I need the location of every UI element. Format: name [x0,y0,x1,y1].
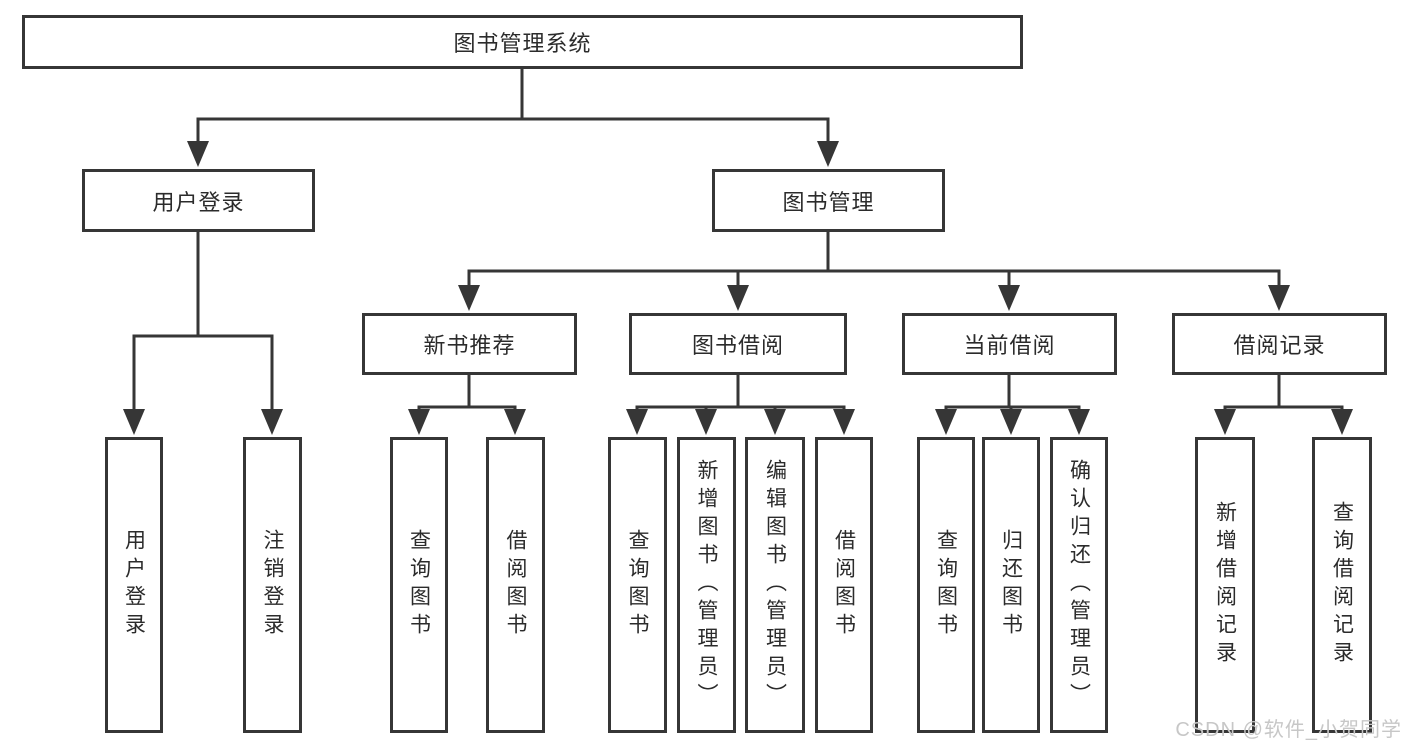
node-label: 新增借阅记录 [1213,501,1237,669]
leaf-borrow-books-recommend: 借阅图书 [486,437,545,733]
arrow-down-icon [1000,409,1022,435]
node-label: 编辑图书（管理员） [763,459,787,711]
arrow-down-icon [998,285,1020,311]
node-label: 借阅图书 [504,529,527,641]
node-label: 查询图书 [407,529,431,641]
leaf-query-books-recommend: 查询图书 [390,437,448,733]
leaf-confirm-return-admin: 确认归还（管理员） [1050,437,1108,733]
arrow-down-icon [727,285,749,311]
connector-borrowing-to-leaves [635,375,846,414]
node-label: 用户登录 [152,189,245,215]
node-label: 查询图书 [934,529,958,641]
node-label: 当前借阅 [963,333,1056,358]
node-label: 新书推荐 [423,333,516,358]
connector-bookmgmt-to-level3 [467,232,1281,288]
node-book-borrowing: 图书借阅 [629,313,847,375]
node-label: 查询借阅记录 [1330,501,1354,669]
node-user-login: 用户登录 [82,169,315,232]
connector-newbooks-to-leaves [417,375,517,414]
arrow-down-icon [817,141,839,167]
leaf-add-borrow-record: 新增借阅记录 [1195,437,1255,733]
leaf-borrow-books: 借阅图书 [815,437,873,733]
arrow-down-icon [1268,285,1290,311]
connector-userlogin-to-leaves [132,232,274,412]
arrow-down-icon [123,409,145,435]
arrow-down-icon [458,285,480,311]
node-book-management: 图书管理 [712,169,945,232]
leaf-user-login: 用户登录 [105,437,163,733]
leaf-add-books-admin: 新增图书（管理员） [677,437,736,733]
node-label: 归还图书 [999,529,1023,641]
arrow-down-icon [1068,409,1090,435]
arrow-down-icon [504,409,526,435]
arrow-down-icon [626,409,648,435]
leaf-query-borrow-record: 查询借阅记录 [1312,437,1372,733]
csdn-watermark: CSDN @软件_小贺同学 [1175,719,1402,741]
node-label: 查询图书 [626,529,649,641]
arrow-down-icon [187,141,209,167]
node-label: 新增图书（管理员） [695,459,718,711]
leaf-logout: 注销登录 [243,437,302,733]
node-label: 确认归还（管理员） [1067,459,1091,711]
leaf-return-books: 归还图书 [982,437,1040,733]
arrow-down-icon [935,409,957,435]
leaf-edit-books-admin: 编辑图书（管理员） [745,437,805,733]
node-label: 注销登录 [261,529,284,641]
node-label: 借阅记录 [1233,333,1326,358]
connector-current-to-leaves [944,375,1081,414]
arrow-down-icon [261,409,283,435]
node-label: 用户登录 [122,529,146,641]
arrow-down-icon [1331,409,1353,435]
node-library-system-root: 图书管理系统 [22,15,1023,69]
arrow-down-icon [764,409,786,435]
node-label: 图书借阅 [691,333,784,358]
connector-records-to-leaves [1223,375,1344,414]
arrow-down-icon [408,409,430,435]
arrow-down-icon [833,409,855,435]
node-borrowing-records: 借阅记录 [1172,313,1387,375]
arrow-down-icon [1214,409,1236,435]
connector-root-to-level2 [196,69,830,144]
leaf-query-books-borrowing: 查询图书 [608,437,667,733]
node-label: 图书管理系统 [453,31,592,56]
node-new-book-recommend: 新书推荐 [362,313,577,375]
arrow-down-icon [695,409,717,435]
node-current-borrowing: 当前借阅 [902,313,1117,375]
leaf-query-books-current: 查询图书 [917,437,975,733]
node-label: 图书管理 [782,189,875,215]
node-label: 借阅图书 [832,529,856,641]
